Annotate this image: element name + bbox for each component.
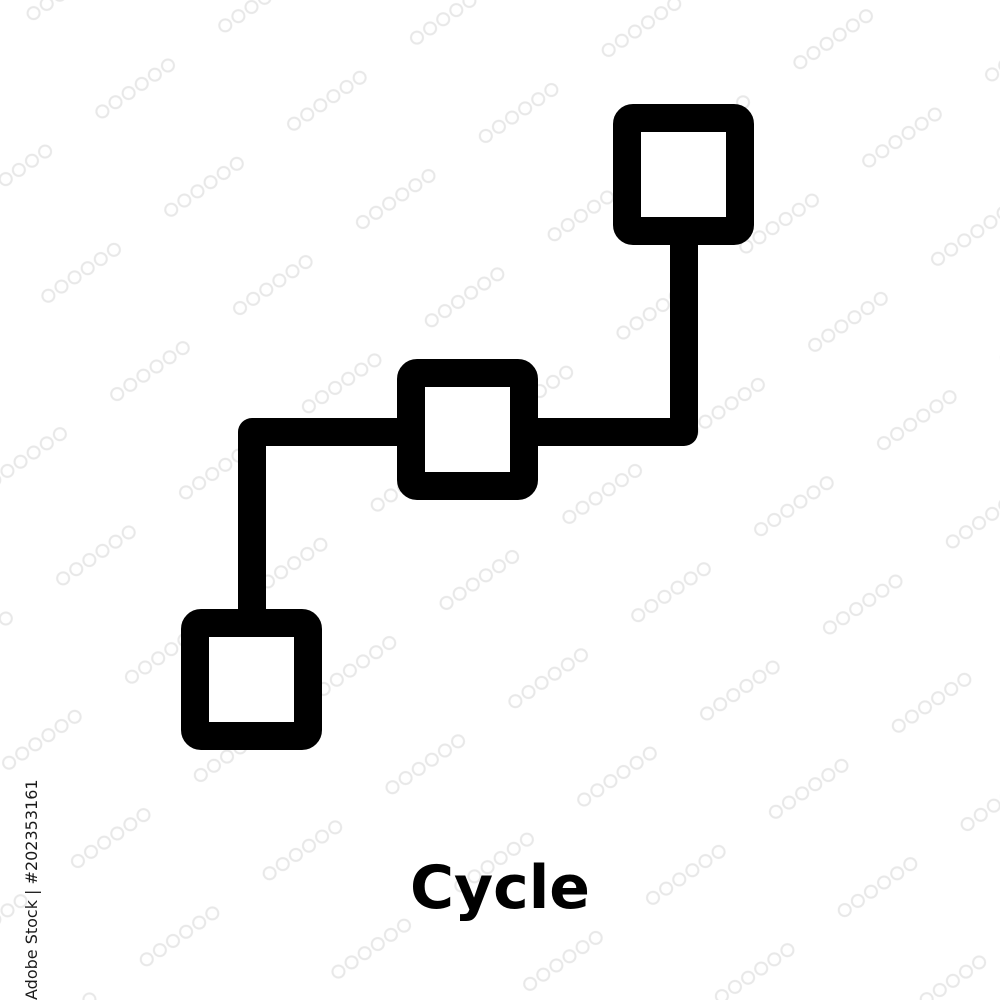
node-square-middle bbox=[397, 359, 538, 500]
connector-line-upper bbox=[510, 218, 698, 446]
node-square-top-right bbox=[613, 104, 754, 245]
connector-line-lower bbox=[238, 418, 426, 636]
icon-title: Cycle bbox=[410, 853, 590, 923]
node-square-bottom-left bbox=[181, 609, 322, 750]
stock-id-label-container: Adobe Stock | #202353161 bbox=[22, 770, 42, 1000]
stock-id-label: Adobe Stock | #202353161 bbox=[22, 779, 41, 1000]
